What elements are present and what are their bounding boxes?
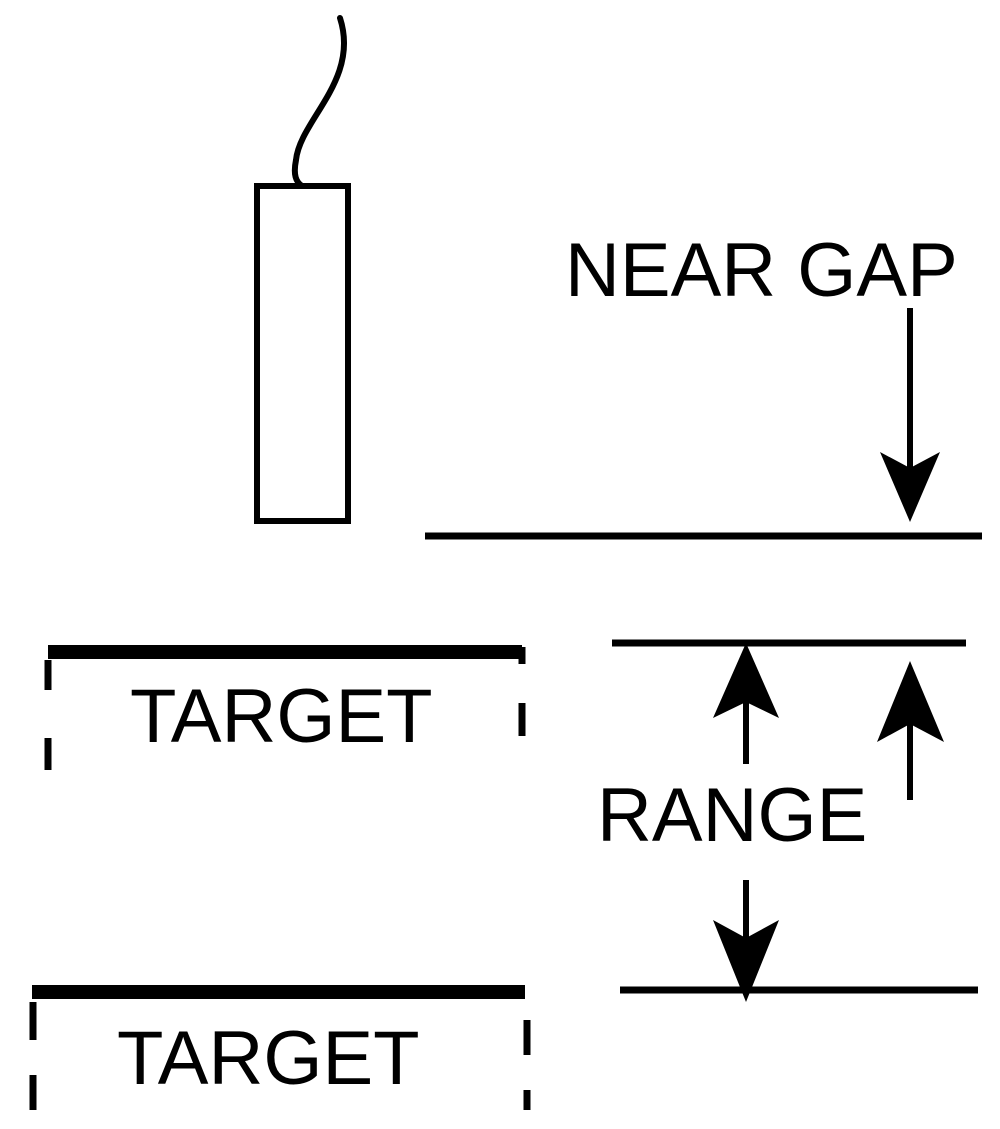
target-upper-label: TARGET: [130, 674, 433, 759]
near-gap-arrowhead-down: [880, 452, 940, 522]
range-arrowhead-up-left: [713, 643, 779, 718]
sensor-probe: [254, 15, 351, 524]
range-arrowhead-up-right: [877, 661, 944, 742]
sensor-cable: [291, 15, 348, 189]
range-arrowhead-down: [713, 920, 779, 1002]
range-label: RANGE: [597, 773, 867, 858]
range-annotation: RANGE: [597, 639, 978, 1002]
target-lower-label: TARGET: [117, 1016, 420, 1101]
target-upper: TARGET: [44, 645, 526, 770]
target-lower: TARGET: [29, 985, 531, 1110]
near-gap-annotation: NEAR GAP: [425, 228, 982, 540]
near-gap-label: NEAR GAP: [565, 228, 958, 313]
sensor-body: [254, 183, 351, 524]
